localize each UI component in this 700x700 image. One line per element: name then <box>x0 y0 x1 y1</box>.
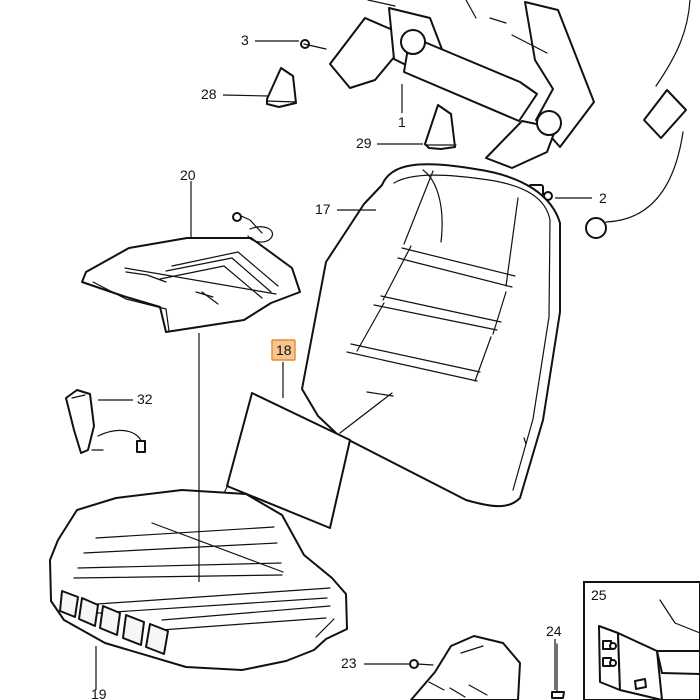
trim-cover-29 <box>424 104 456 150</box>
seat-pad-20 <box>81 212 301 333</box>
callout-18: 18 <box>276 342 292 358</box>
callout-32: 32 <box>137 391 153 407</box>
callout-24: 24 <box>546 623 562 639</box>
bottom-trim-23 <box>409 635 565 700</box>
callout-3: 3 <box>241 32 249 48</box>
callout-17: 17 <box>315 201 331 217</box>
seat-belt-buckle-32 <box>65 389 146 454</box>
callout-28: 28 <box>201 86 217 102</box>
seat-side-vents <box>59 590 169 655</box>
callout-25: 25 <box>591 587 607 603</box>
callout-2: 2 <box>599 190 607 206</box>
trim-cover-28 <box>266 67 297 108</box>
callout-1: 1 <box>398 114 406 130</box>
inset-bracket-box-25 <box>583 581 700 700</box>
callout-19: 19 <box>91 686 107 700</box>
callout-18-highlight <box>271 339 296 361</box>
callout-20: 20 <box>180 167 196 183</box>
backrest-panel-18 <box>211 392 351 529</box>
backrest-cover-17 <box>301 163 561 508</box>
callout-29: 29 <box>356 135 372 151</box>
callout-23: 23 <box>341 655 357 671</box>
leader-lines <box>95 40 592 690</box>
seat-frame-mechanism <box>300 0 691 239</box>
